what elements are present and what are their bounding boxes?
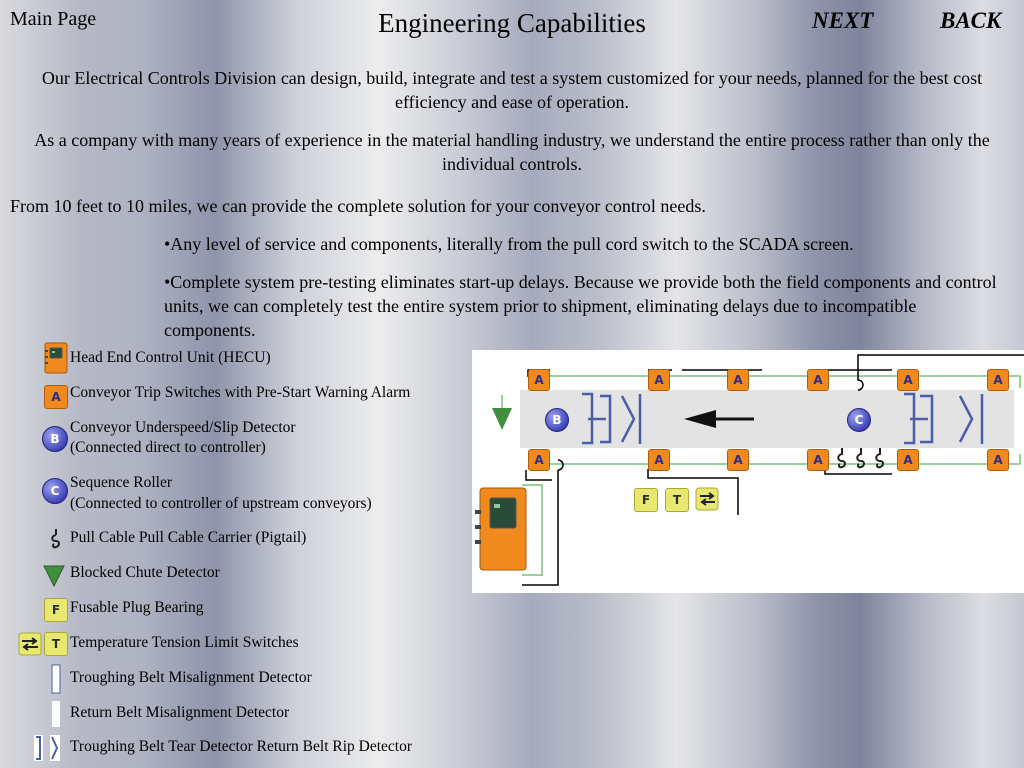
diagram-trip-switch: A [807,369,829,391]
tear-detector-icon [34,735,60,761]
diagram-trip-switch: A [528,369,550,391]
conveyor-system-diagram: A A A A A A A A A A A A B C F T [472,350,1024,593]
direction-arrow-head [684,410,716,428]
tension-limit-icon [18,632,42,656]
diagram-slip-detector: B [545,408,569,432]
sequence-roller-icon: C [42,478,68,504]
next-link[interactable]: NEXT [812,8,874,33]
pigtail-icon [51,529,60,549]
bullet-service: •Any level of service and components, li… [164,234,854,254]
diagram-trip-switch: A [987,369,1009,391]
legend-slip-detector-note: (Connected direct to controller) [70,439,266,456]
legend-sequence-roller: Sequence Roller [70,474,173,491]
solution-paragraph: From 10 feet to 10 miles, we can provide… [10,196,706,216]
diagram-temperature-switch: T [665,488,689,512]
diagram-pigtails [837,448,884,469]
temperature-switch-icon: T [44,632,68,656]
diagram-trip-switch: A [897,449,919,471]
legend-fusable-plug: Fusable Plug Bearing [70,599,204,616]
legend-troughing-misalignment: Troughing Belt Misalignment Detector [70,669,312,686]
diagram-trip-switch: A [727,369,749,391]
fusable-plug-icon: F [44,598,68,622]
intro-paragraph: Our Electrical Controls Division can des… [41,68,983,112]
diagram-trip-switch: A [528,449,550,471]
diagram-sequence-roller: C [847,408,871,432]
main-page-link[interactable]: Main Page [10,8,97,30]
bullet-pretesting: •Complete system pre-testing eliminates … [164,272,997,340]
legend-tear-detector: Troughing Belt Tear Detector Return Belt… [70,738,412,755]
diagram-trip-switch: A [807,449,829,471]
legend-trip-switch: Conveyor Trip Switches with Pre-Start Wa… [70,384,411,401]
chute-detector-icon [43,565,65,588]
legend-pull-cable: Pull Cable Pull Cable Carrier (Pigtail) [70,529,307,546]
return-misalignment-icon [52,701,60,727]
back-link[interactable]: BACK [940,8,1002,33]
diagram-chute-detector [492,408,512,430]
diagram-trip-switch: A [897,369,919,391]
right-belt-detectors [904,392,984,445]
trip-switch-icon: A [44,385,68,409]
legend-blocked-chute: Blocked Chute Detector [70,564,220,581]
legend-return-misalignment: Return Belt Misalignment Detector [70,704,290,721]
diagram-fusable-plug: F [634,488,658,512]
troughing-misalignment-icon [51,664,61,694]
left-belt-detectors [582,392,642,445]
diagram-trip-switch: A [987,449,1009,471]
slip-detector-icon: B [42,426,68,452]
legend-slip-detector: Conveyor Underspeed/Slip Detector [70,419,296,436]
legend-sequence-roller-note: (Connected to controller of upstream con… [70,495,372,512]
diagram-trip-switch: A [648,449,670,471]
control-unit-icon [44,342,68,374]
legend-temperature-tension: Temperature Tension Limit Switches [70,634,299,651]
diagram-tension-switch [695,487,719,511]
diagram-trip-switch: A [727,449,749,471]
diagram-control-unit [475,487,527,571]
diagram-trip-switch: A [648,369,670,391]
experience-paragraph: As a company with many years of experien… [34,130,990,174]
legend-hecu: Head End Control Unit (HECU) [70,349,271,366]
